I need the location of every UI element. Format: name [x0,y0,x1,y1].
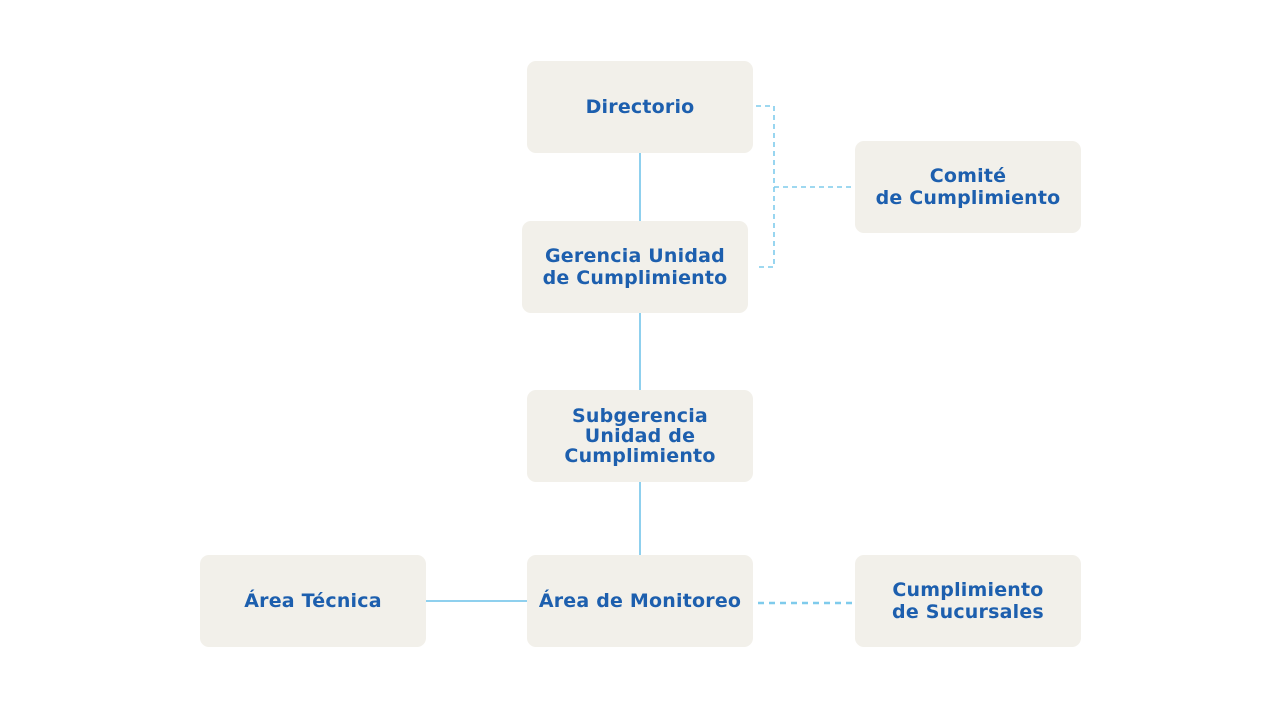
node-area-monitoreo: Área de Monitoreo [527,555,753,647]
node-gerencia-label: Gerencia Unidad de Cumplimiento [542,245,728,289]
node-directorio: Directorio [527,61,753,153]
node-monitoreo-label: Área de Monitoreo [538,590,742,612]
node-sucursales-label: Cumplimiento de Sucursales [892,579,1044,623]
node-comite-cumplimiento: Comité de Cumplimiento [855,141,1081,233]
node-comite-label: Comité de Cumplimiento [875,165,1061,209]
node-tecnica-label: Área Técnica [244,590,382,612]
node-subgerencia-unidad-cumplimiento: Subgerencia Unidad de Cumplimiento [527,390,753,482]
node-directorio-label: Directorio [585,96,695,118]
node-subgerencia-label: Subgerencia Unidad de Cumplimiento [564,405,716,467]
node-area-tecnica: Área Técnica [200,555,426,647]
node-cumplimiento-sucursales: Cumplimiento de Sucursales [855,555,1081,647]
node-gerencia-unidad-cumplimiento: Gerencia Unidad de Cumplimiento [522,221,748,313]
connector-comite-bracket [756,105,775,268]
